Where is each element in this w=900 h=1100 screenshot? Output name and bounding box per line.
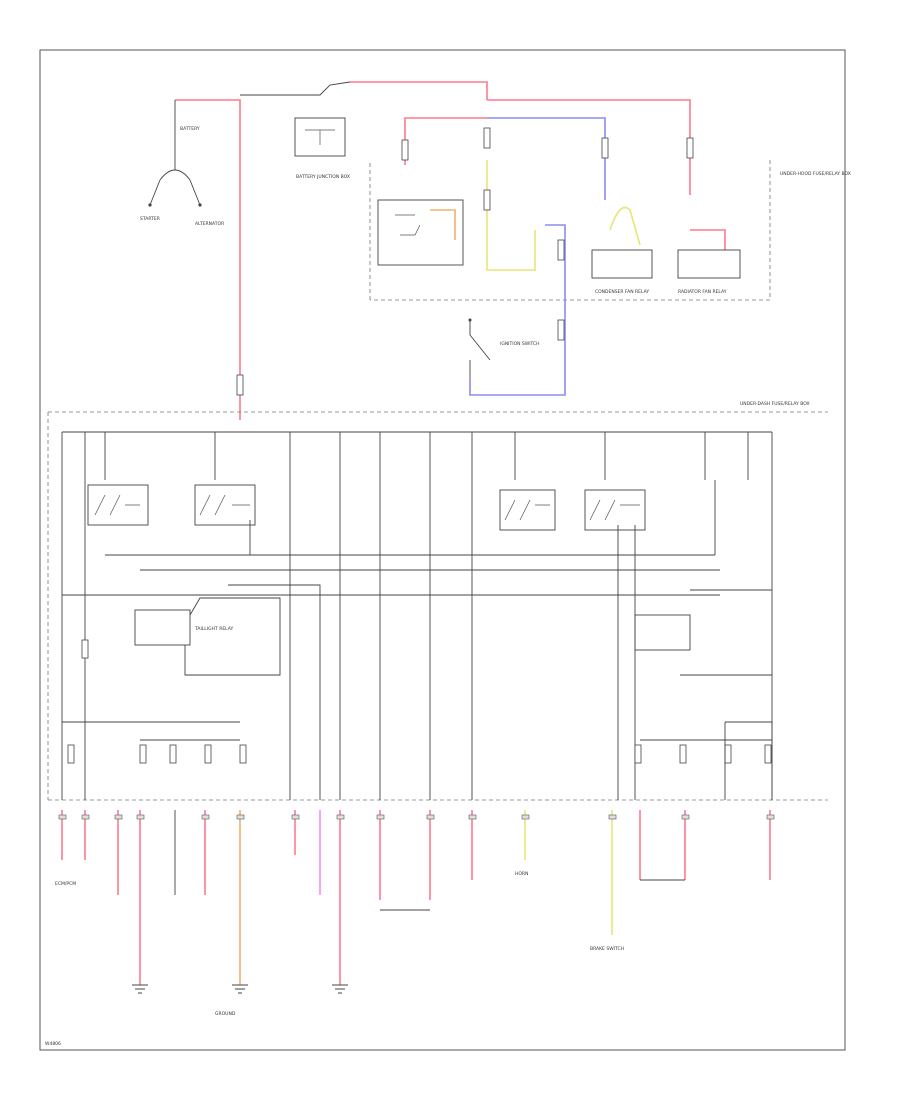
top-section: BATTERY STARTER ALTERNATOR BATTERY JUNCT… xyxy=(140,81,851,420)
wire-battery-to-relay xyxy=(350,81,488,100)
wire-blue-right xyxy=(469,224,566,396)
brake-switch-label: BRAKE SWITCH xyxy=(590,946,624,952)
fuse-icon xyxy=(483,127,491,149)
wire-yellow-center xyxy=(486,160,536,271)
fuse-icon xyxy=(764,744,772,764)
relay-left-2 xyxy=(194,484,256,526)
dash-fuse-box: UNDER-DASH FUSE/RELAY BOX TAILLIGHT xyxy=(47,401,828,801)
fuse-icon xyxy=(239,744,247,764)
fan-relay-box xyxy=(677,249,741,279)
ground-label: GROUND xyxy=(215,1011,236,1017)
alternator-label: ALTERNATOR xyxy=(195,221,224,227)
condenser-relay-label: CONDENSER FAN RELAY xyxy=(595,289,649,295)
horn-relay xyxy=(634,614,691,651)
dash-fuse-box-outline xyxy=(47,411,828,801)
wire-yellow-fan xyxy=(609,206,641,246)
wire-battery-black xyxy=(174,81,351,115)
dash-fuse-box-label: UNDER-DASH FUSE/RELAY BOX xyxy=(740,401,810,407)
fan-relay-label: RADIATOR FAN RELAY xyxy=(678,289,727,295)
battery-junction-box xyxy=(294,117,346,157)
fuse-icon xyxy=(81,639,89,659)
wire-blue-top xyxy=(487,117,606,200)
top-fuses xyxy=(236,127,694,396)
fuse-icon xyxy=(67,744,75,764)
fuse-icon xyxy=(401,139,409,161)
starter-label: STARTER xyxy=(140,216,160,222)
fuse-icon xyxy=(557,239,565,261)
ignition-switch-icon xyxy=(468,318,491,380)
ignition-switch-label: IGNITION SWITCH xyxy=(500,341,540,347)
fuse-icon xyxy=(557,319,565,341)
horn-label: HORN xyxy=(515,871,528,877)
taillight-relay-label: TAILLIGHT RELAY xyxy=(194,626,234,632)
main-relay xyxy=(377,199,464,266)
battery-label: BATTERY xyxy=(180,126,200,132)
main-bus xyxy=(61,431,772,800)
fuse-icon xyxy=(236,374,244,396)
battery-icon xyxy=(148,115,202,207)
footer-code: W4806 xyxy=(45,1041,61,1047)
wire-orange-relay xyxy=(430,209,456,240)
relay-right-2 xyxy=(584,489,646,531)
fuse-icon xyxy=(686,137,694,159)
taillight-relay xyxy=(134,609,191,646)
wire-red-top-right xyxy=(487,99,691,195)
condenser-relay-box xyxy=(591,249,653,279)
ecm-label: ECM/PCM xyxy=(55,881,76,887)
diagram-border xyxy=(39,49,846,1051)
wire-red-fan xyxy=(690,229,726,250)
fuse-icon xyxy=(483,189,491,211)
fuse-icon xyxy=(724,744,732,764)
bottom-outputs: GROUND ECM/PCM HORN BRAKE SWITCH xyxy=(55,810,775,1017)
fuse-relay-box-label: UNDER-HOOD FUSE/RELAY BOX xyxy=(780,171,851,177)
fuse-icon xyxy=(204,744,212,764)
relay-right-1 xyxy=(499,489,556,531)
connectors xyxy=(58,814,775,820)
fuse-icon xyxy=(634,744,642,764)
wire-main-feed xyxy=(175,99,241,420)
fuse-icon xyxy=(169,744,177,764)
battery-junction-label: BATTERY JUNCTION BOX xyxy=(296,174,350,180)
wire-out-15 xyxy=(639,810,686,880)
relay-left-1 xyxy=(87,484,149,526)
fuse-icon xyxy=(601,137,609,159)
fuse-icon xyxy=(139,744,147,764)
fuse-relay-box-outline xyxy=(369,160,771,301)
fuse-icon xyxy=(679,744,687,764)
wire-red-top-left xyxy=(404,117,487,165)
ground-icon xyxy=(132,984,348,994)
